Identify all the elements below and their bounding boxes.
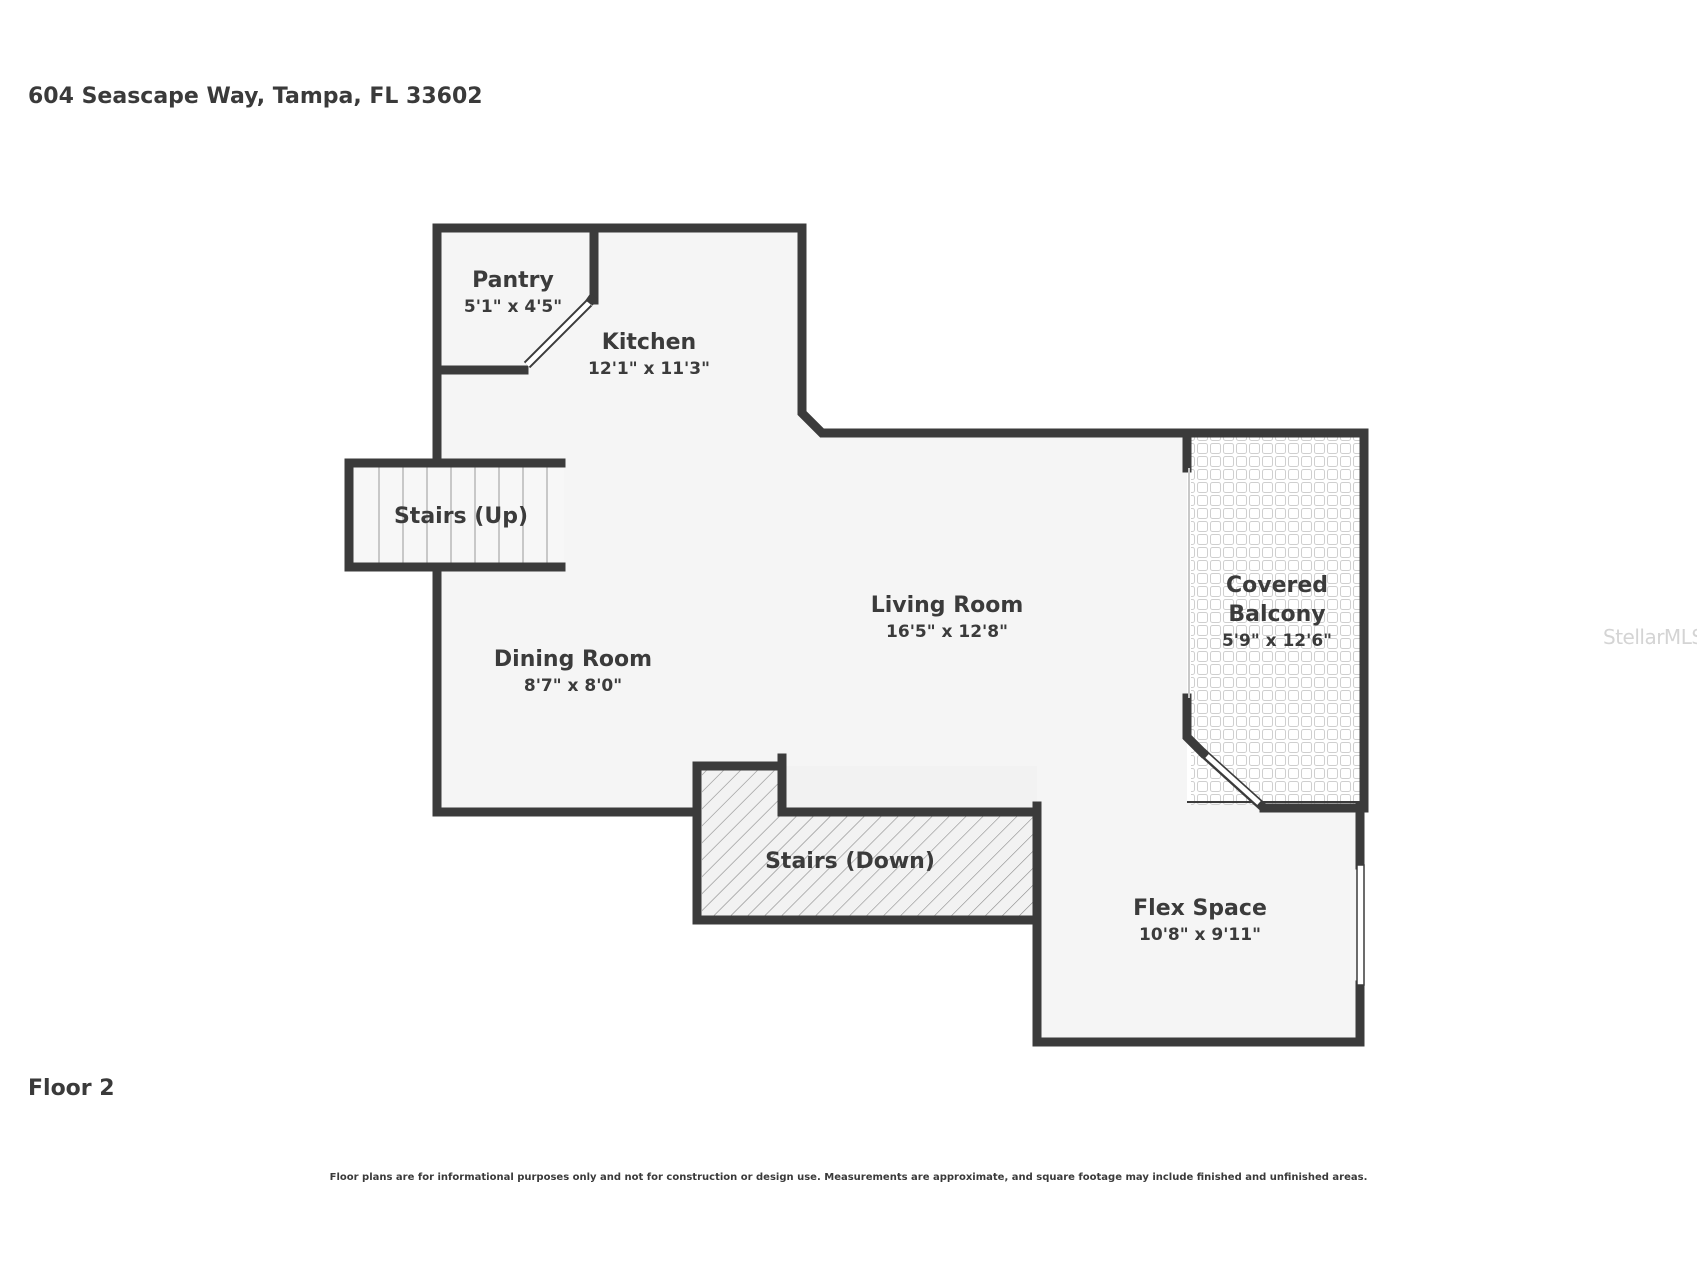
living-room-name: Living Room (871, 593, 1024, 618)
living-room-dims: 16'5" x 12'8" (886, 622, 1008, 642)
stairs-up-area (349, 463, 564, 567)
floor-area (437, 228, 1360, 1042)
flex-window (1356, 864, 1365, 986)
balcony-diagonal-door (1198, 748, 1268, 812)
stairs-up-name: Stairs (Up) (394, 504, 528, 529)
kitchen-name: Kitchen (602, 330, 696, 355)
flex-space-name: Flex Space (1133, 896, 1267, 921)
floor-label: Floor 2 (28, 1076, 115, 1101)
watermark: StellarMLS (1603, 625, 1697, 649)
flex-space-dims: 10'8" x 9'11" (1139, 925, 1261, 945)
pantry-dims: 5'1" x 4'5" (464, 297, 562, 317)
balcony-floor (1191, 433, 1364, 806)
balcony-dims: 5'9" x 12'6" (1222, 631, 1332, 651)
dining-room-dims: 8'7" x 8'0" (524, 676, 622, 696)
property-address: 604 Seascape Way, Tampa, FL 33602 (28, 84, 483, 109)
pantry-door (523, 293, 598, 369)
stairs-down-hatch (702, 770, 1034, 916)
disclaimer-text: Floor plans are for informational purpos… (329, 1172, 1368, 1183)
pantry-name: Pantry (472, 268, 554, 293)
kitchen-dims: 12'1" x 11'3" (588, 359, 710, 379)
balcony-name-line2: Balcony (1228, 602, 1325, 627)
dining-room-name: Dining Room (494, 647, 652, 672)
stairs-up-treads (378, 467, 548, 563)
stairs-down-name: Stairs (Down) (765, 849, 935, 874)
balcony-name-line1: Covered (1226, 573, 1328, 598)
walls (344, 223, 1369, 1047)
